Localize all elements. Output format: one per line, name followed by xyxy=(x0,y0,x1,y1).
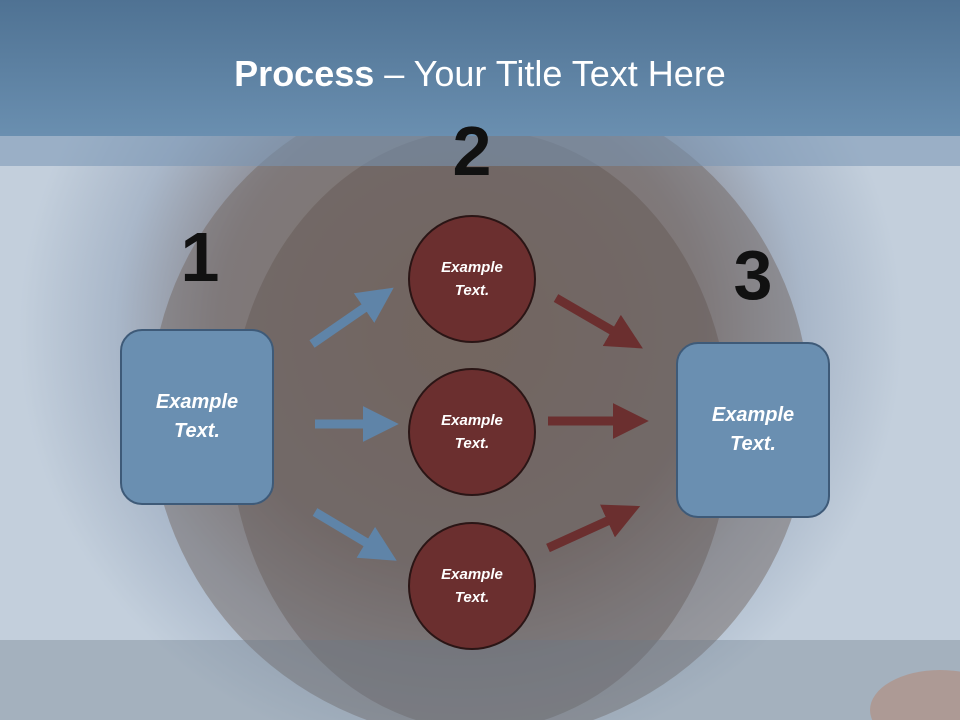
arrow-left-to-top xyxy=(309,287,394,348)
step-2-circle-top: Example Text. xyxy=(408,215,536,343)
step-3-box-text: Example Text. xyxy=(711,404,795,455)
title-bold: Process xyxy=(234,53,375,94)
title-rest: – Your Title Text Here xyxy=(374,53,726,94)
step-3-box: Example Text. xyxy=(676,342,830,518)
step-number-2: 2 xyxy=(452,112,492,190)
step-2-circle-bottom: Example Text. xyxy=(408,522,536,650)
arrow-bottom-to-right xyxy=(546,504,641,553)
step-number-1: 1 xyxy=(180,218,220,296)
circle-bottom-text: Example Text. xyxy=(441,566,503,606)
circle-top-text: Example Text. xyxy=(441,259,503,299)
step-number-3: 3 xyxy=(733,236,773,314)
title-bar xyxy=(0,0,960,136)
step-1-box-text: Example Text. xyxy=(155,391,239,442)
title-band xyxy=(0,136,960,166)
arrow-top-to-right xyxy=(553,294,643,349)
slide-title: Process – Your Title Text Here xyxy=(0,52,960,96)
step-2-circle-middle: Example Text. xyxy=(408,368,536,496)
circle-middle-text: Example Text. xyxy=(441,412,503,452)
arrow-left-to-bottom xyxy=(312,508,397,561)
step-1-box: Example Text. xyxy=(120,329,274,505)
